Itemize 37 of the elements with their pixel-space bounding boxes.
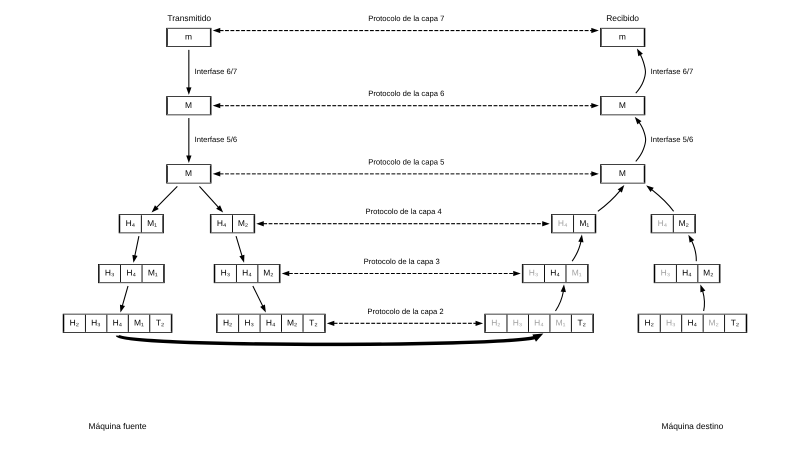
label: Máquina fuente [88, 420, 147, 431]
arrow [120, 286, 129, 313]
label: Máquina destino [662, 420, 724, 431]
node-label: Recibido [606, 13, 639, 24]
arrow [256, 221, 550, 226]
arrow [646, 185, 674, 212]
edge-label: Protocolo de la capa 4 [366, 207, 442, 216]
arrow [555, 284, 566, 312]
edge-label: Interfase 5/6 [194, 135, 238, 144]
arrow [212, 171, 599, 177]
edge-label: Interfase 6/7 [650, 66, 694, 76]
arrow [326, 320, 484, 326]
edge-label: Protocolo de la capa 2 [367, 306, 444, 316]
arrow [688, 234, 697, 262]
edge-label: Protocolo de la capa 6 [368, 89, 444, 98]
edge-label: Protocolo de la capa 3 [364, 256, 440, 266]
arrow [635, 48, 646, 94]
edge-label: Interfase 5/6 [650, 135, 694, 144]
arrow [132, 236, 140, 263]
arrow [117, 334, 544, 346]
arrow [212, 28, 599, 34]
edge-label: Protocolo de la capa 5 [368, 157, 444, 166]
arrow [282, 270, 521, 276]
arrow [700, 284, 706, 312]
arrow [598, 185, 624, 212]
edge-label: Protocolo de la capa 7 [368, 14, 444, 23]
arrow [212, 103, 599, 108]
edge-label: Interfase 6/7 [194, 66, 238, 76]
arrow [186, 118, 192, 164]
arrow [236, 236, 244, 263]
arrow [152, 186, 178, 212]
arrow [199, 186, 224, 213]
arrow [572, 234, 584, 262]
arrow [634, 116, 646, 162]
arrow [186, 50, 192, 95]
node-label: Transmitido [167, 13, 212, 24]
arrow [252, 286, 266, 312]
